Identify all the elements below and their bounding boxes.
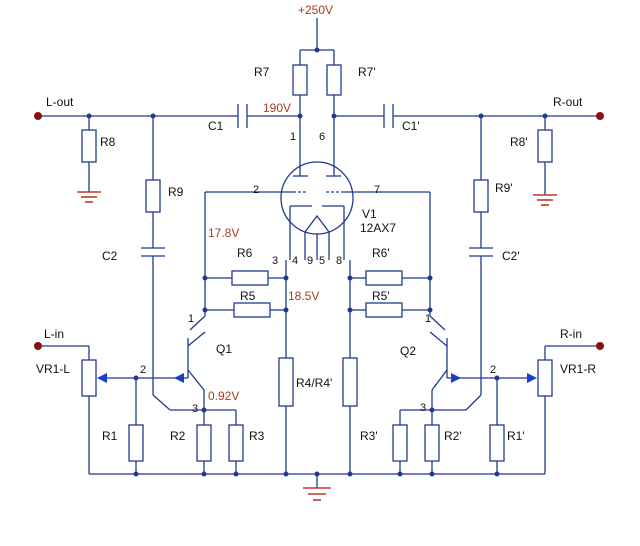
q2-pin-emitter: 3 [420,402,426,414]
voltage-cathode: 18.5V [288,289,319,303]
output-wiring [38,113,600,119]
voltage-grid: 17.8V [208,226,239,240]
resistor-r7-prime [326,64,342,96]
label-r1: R1 [102,429,118,443]
capacitor-c2-prime [469,247,493,257]
tube-pin-4: 4 [292,255,298,267]
transistor-q1 [174,315,206,425]
potentiometer-vr1-r [537,359,553,397]
q1-pin-collector: 1 [188,313,194,325]
q2-pin-base: 2 [490,364,496,376]
tube-pin-5: 5 [319,255,325,267]
label-c1-prime: C1' [402,119,420,133]
label-r-in: R-in [560,327,582,341]
tube-pin-6: 6 [319,131,325,143]
label-r8: R8 [100,135,116,149]
label-vr1-r: VR1-R [560,362,596,376]
label-r4: R4/R4' [296,376,332,390]
resistor-r2 [196,424,212,462]
label-r3-prime: R3' [360,429,378,443]
potentiometer-vr1-l [81,359,97,397]
resistor-r9-prime [473,179,489,213]
resistor-r8 [81,129,97,163]
resistor-r6 [231,270,269,286]
resistor-r5 [233,302,271,318]
l-out-terminal [34,112,42,120]
ground-bus [89,471,545,488]
label-r6: R6 [237,246,253,260]
tube-pin-8: 8 [336,255,342,267]
label-r2: R2 [170,429,186,443]
supply-label: +250V [298,3,333,17]
label-q2: Q2 [400,344,416,358]
tube-pin-7: 7 [374,184,380,196]
label-q1: Q1 [216,342,232,356]
tube-name: V1 [362,207,377,221]
label-r1-prime: R1' [507,429,525,443]
ground-symbol-main [303,487,331,501]
ground-symbol-right [533,194,557,206]
l-in-terminal [34,342,42,350]
capacitor-c1 [237,104,248,128]
label-r7: R7 [254,65,270,79]
resistor-r1 [128,424,144,462]
resistor-r3 [228,424,244,462]
label-r7-prime: R7' [358,65,376,79]
label-c2-prime: C2' [502,249,520,263]
tube-pin-1: 1 [290,131,296,143]
resistor-r4 [278,357,294,407]
r-out-terminal [596,112,604,120]
ground-symbol-left [77,191,101,203]
supply-rail [299,18,335,162]
resistor-r4-prime [342,357,358,407]
label-c1: C1 [208,119,224,133]
label-r9: R9 [168,185,184,199]
resistor-r9 [145,179,161,213]
q1-pin-emitter: 3 [192,403,198,415]
q2-pin-collector: 1 [425,313,431,325]
label-r5-prime: R5' [372,289,390,303]
resistor-r8-prime [537,129,553,163]
resistor-r7 [292,64,308,96]
label-r8-prime: R8' [510,135,528,149]
label-r5: R5 [240,289,256,303]
label-r9-prime: R9' [495,181,513,195]
label-vr1-l: VR1-L [36,362,70,376]
label-l-in: L-in [44,327,64,341]
r-in-terminal [596,342,604,350]
label-r2-prime: R2' [444,429,462,443]
label-r-out: R-out [553,95,583,109]
label-c2: C2 [102,249,118,263]
vacuum-tube-v1 [205,161,430,260]
label-l-out: L-out [46,95,74,109]
tube-pin-3: 3 [272,255,278,267]
tube-pin-2: 2 [253,184,259,196]
resistor-r5-prime [365,302,403,318]
voltage-emitter: 0.92V [208,389,239,403]
capacitor-c2 [141,247,165,257]
resistor-r1-prime [489,424,505,462]
resistor-r2-prime [424,424,440,462]
tube-type: 12AX7 [360,221,396,235]
q1-pin-base: 2 [140,364,146,376]
resistor-r3-prime [392,424,408,462]
voltage-plate: 190V [263,101,291,115]
label-r3: R3 [249,429,265,443]
label-r6-prime: R6' [372,246,390,260]
transistor-q2 [429,315,461,425]
resistor-r6-prime [365,270,403,286]
capacitor-c1-prime [383,104,394,128]
tube-pin-9: 9 [307,255,313,267]
